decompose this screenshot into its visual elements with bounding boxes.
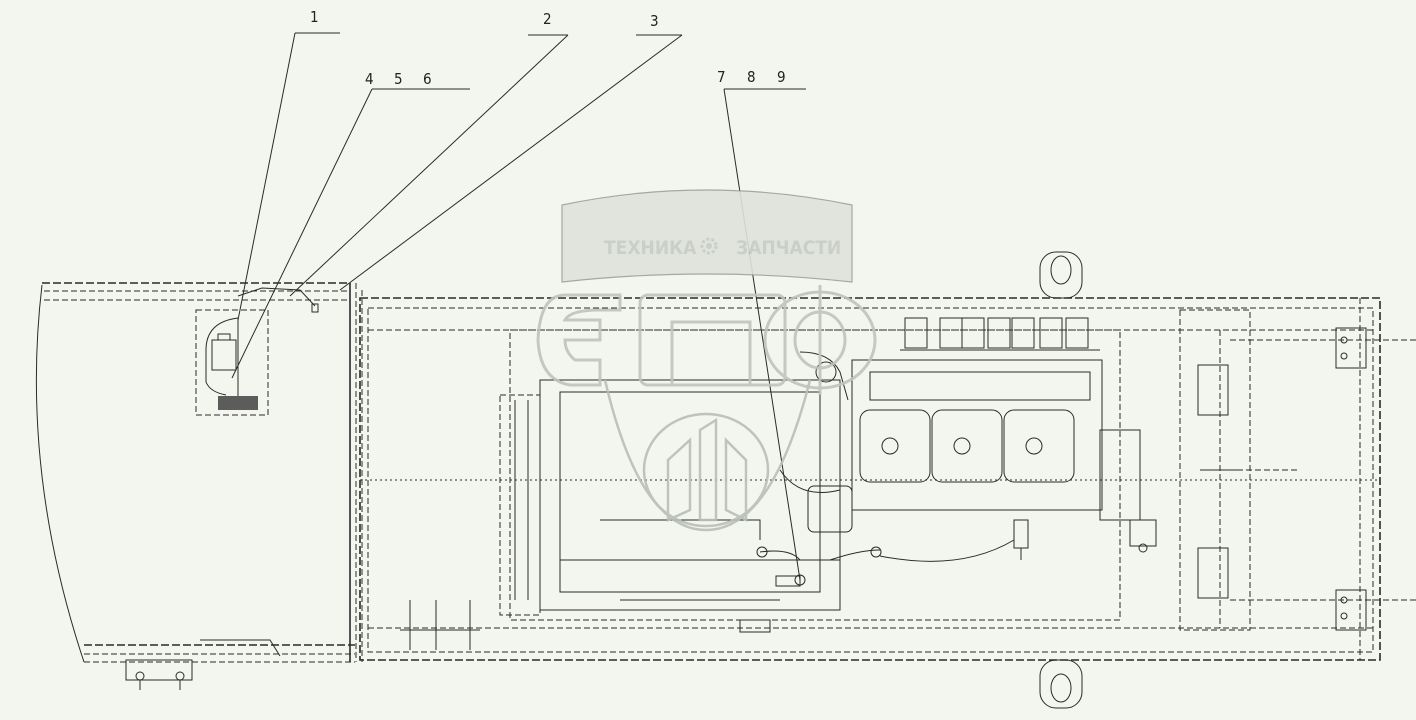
watermark: ТЕХНИКА ЗАПЧАСТИ bbox=[536, 189, 877, 532]
engine-block bbox=[499, 309, 1416, 633]
callout-4: 4 bbox=[365, 70, 374, 88]
cab-roof-harness bbox=[125, 287, 319, 690]
callout-7: 7 bbox=[717, 68, 726, 86]
callout-5: 5 bbox=[394, 70, 403, 88]
callout-1: 1 bbox=[310, 8, 319, 26]
callout-6: 6 bbox=[423, 70, 432, 88]
frame-outline bbox=[359, 297, 1381, 661]
battery-box bbox=[195, 309, 269, 416]
towing-eye-bottom bbox=[1039, 659, 1083, 709]
watermark-right-word: ЗАПЧАСТИ bbox=[736, 237, 841, 259]
callout-8: 8 bbox=[747, 68, 756, 86]
cab-outline bbox=[35, 282, 363, 663]
towing-eye-top bbox=[1039, 251, 1083, 299]
watermark-left-word: ТЕХНИКА bbox=[604, 237, 697, 259]
center-marks bbox=[360, 330, 1380, 650]
gear-icon bbox=[700, 237, 718, 255]
callout-2: 2 bbox=[543, 10, 552, 28]
callout-9: 9 bbox=[777, 68, 786, 86]
wheat-emblem-icon bbox=[603, 379, 812, 532]
callout-group: 1 2 3 4 5 6 7 8 9 bbox=[231, 8, 806, 581]
callout-3: 3 bbox=[650, 12, 659, 30]
